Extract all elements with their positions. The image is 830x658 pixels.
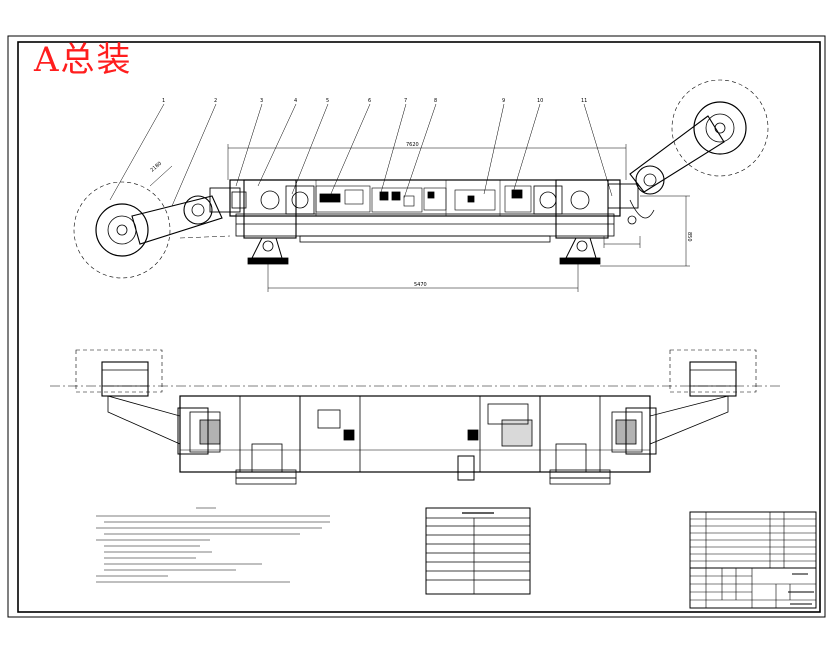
top-view <box>50 349 780 485</box>
outer-border <box>7 35 826 618</box>
callout-10: 10 <box>537 98 543 104</box>
assembly-stamp: A总装 <box>34 40 133 80</box>
callout-11: 11 <box>581 98 587 104</box>
right-roller <box>689 361 737 397</box>
callout-1: 1 <box>162 98 165 104</box>
left-arm <box>131 195 223 245</box>
right-swing-circle <box>671 79 769 177</box>
dim-swing: 2180 <box>149 161 163 174</box>
lower-frame <box>235 213 615 237</box>
dim-overall-width: 7620 <box>406 142 419 148</box>
title-block <box>689 511 817 609</box>
technical-notes <box>96 507 330 583</box>
callout-9: 9 <box>502 98 505 104</box>
callout-8: 8 <box>434 98 437 104</box>
main-frame <box>229 179 621 217</box>
callout-3: 3 <box>260 98 263 104</box>
left-swing-circle <box>73 181 171 279</box>
inner-border <box>17 41 821 613</box>
left-wheel <box>95 203 149 257</box>
callout-4: 4 <box>294 98 297 104</box>
right-arm <box>629 115 725 193</box>
parameter-table <box>425 507 531 595</box>
top-frame <box>179 395 651 473</box>
left-roller <box>101 361 149 397</box>
callout-7: 7 <box>404 98 407 104</box>
callout-6: 6 <box>368 98 371 104</box>
callout-2: 2 <box>214 98 217 104</box>
front-view <box>73 79 769 292</box>
callout-5: 5 <box>326 98 329 104</box>
dim-wheelbase: 5470 <box>414 282 427 288</box>
right-wheel <box>693 101 747 155</box>
dim-height-right: 850 <box>686 232 692 242</box>
